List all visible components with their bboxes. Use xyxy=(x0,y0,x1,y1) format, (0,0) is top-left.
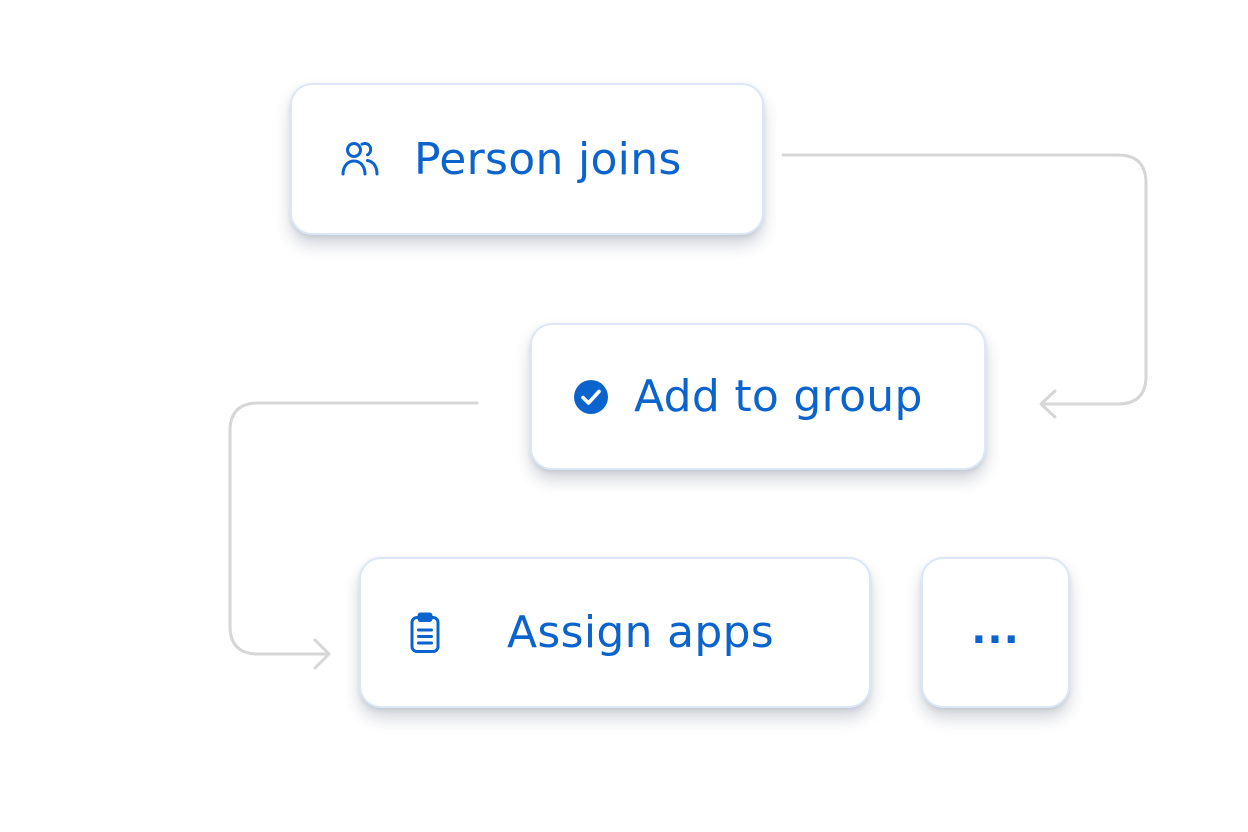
more-steps-button[interactable]: ... xyxy=(921,557,1070,708)
step-label: Person joins xyxy=(414,133,682,185)
more-label: ... xyxy=(971,606,1020,653)
arrowhead-apps-icon xyxy=(313,638,331,670)
arrowhead-group-icon xyxy=(1039,389,1057,419)
check-circle-icon xyxy=(572,378,610,416)
connector-group-to-apps xyxy=(228,401,479,656)
step-add-to-group[interactable]: Add to group xyxy=(530,323,986,470)
people-icon xyxy=(340,139,380,179)
step-label: Add to group xyxy=(634,371,923,422)
clipboard-icon xyxy=(405,612,445,654)
step-assign-apps[interactable]: Assign apps xyxy=(359,557,871,708)
step-label: Assign apps xyxy=(507,607,775,658)
step-person-joins[interactable]: Person joins xyxy=(290,83,764,235)
connector-person-to-group xyxy=(781,153,1148,406)
